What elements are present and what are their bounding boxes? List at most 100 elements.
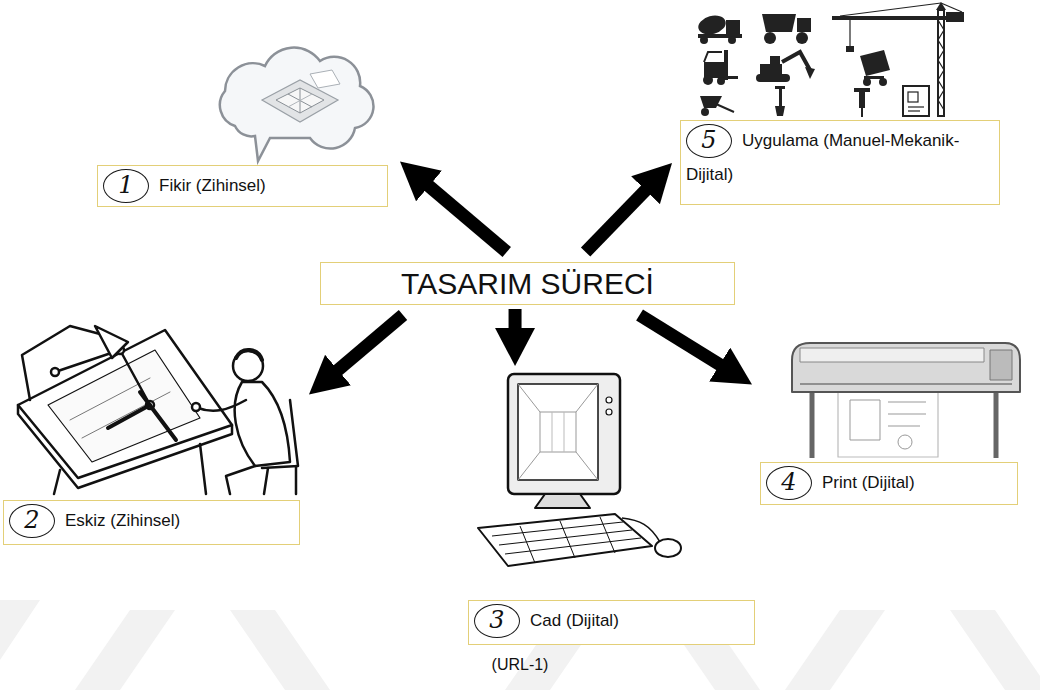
drafting-figure-part <box>18 330 232 478</box>
plotter-figure-part <box>888 426 920 427</box>
jackhammer-icon <box>854 88 870 117</box>
concrete-mixer-icon-part <box>860 50 890 76</box>
construction-icons <box>696 2 964 117</box>
jackhammer-icon-part <box>854 88 870 92</box>
forklift-icon-part <box>703 75 713 85</box>
tower-crane-icon-part <box>941 3 962 12</box>
thought-cloud-part <box>220 48 374 161</box>
computer-figure-part <box>600 517 615 553</box>
computer-figure-part <box>520 526 535 563</box>
mixer-truck-icon-part <box>728 36 736 44</box>
concrete-mixer-icon <box>860 50 890 86</box>
jackhammer-icon-part <box>861 108 863 117</box>
stage-label: Eskiz (Zihinsel) <box>65 511 180 530</box>
drafting-figure-part <box>108 405 150 428</box>
label-frame: 4Print (Dijital) <box>760 462 1018 505</box>
stage-label: Cad (Dijital) <box>530 611 619 630</box>
plotter-figure-part <box>888 414 926 415</box>
computer-figure-part <box>655 539 681 557</box>
thought-cloud-part-part <box>310 70 340 88</box>
tower-crane-icon-part <box>938 20 944 110</box>
computer-figure-part <box>540 412 576 452</box>
drafting-figure-part <box>198 400 246 411</box>
thought-cloud-part-part <box>288 94 312 107</box>
mixer-truck-icon-part <box>700 36 708 44</box>
wheelbarrow-icon-part <box>716 104 734 112</box>
process-title-box: TASARIM SÜRECİ <box>320 262 735 305</box>
excavator-icon <box>756 52 815 82</box>
plotter-figure-part <box>888 402 926 403</box>
plotter-figure-part <box>838 385 938 457</box>
tower-crane-icon-part <box>840 3 941 16</box>
flow-arrow <box>417 176 507 252</box>
excavator-icon-part <box>805 67 815 79</box>
watermark-pattern-part <box>950 610 1040 690</box>
drafting-figure-part <box>48 350 200 462</box>
callout-number: 5 <box>686 124 732 158</box>
mixer-truck-icon <box>696 13 742 44</box>
plotter-figure-part <box>850 400 880 440</box>
wheelbarrow-icon <box>700 96 734 116</box>
mixer-truck-icon-part <box>726 20 740 36</box>
stage-label: Fikir (Zihinsel) <box>159 176 266 195</box>
plotter-figure-part <box>810 392 815 458</box>
label-frame: 1Fikir (Zihinsel) <box>97 165 388 207</box>
tower-crane-icon-part <box>849 20 850 46</box>
plotter-figure-part <box>800 348 984 362</box>
watermark-pattern-part <box>230 610 330 690</box>
process-title: TASARIM SÜRECİ <box>321 263 734 304</box>
thought-cloud-part <box>262 70 340 122</box>
callout-number: 3 <box>474 604 520 638</box>
watermark-pattern-part <box>0 600 40 660</box>
plotter-figure-part <box>994 392 999 458</box>
forklift-icon-part <box>717 77 725 85</box>
excavator-icon-part <box>770 56 780 66</box>
drafting-figure-part <box>22 326 100 400</box>
drafting-figure-part <box>200 444 206 494</box>
stage-box: 1Fikir (Zihinsel) <box>97 25 390 207</box>
stage-label: Print (Dijital) <box>822 473 915 492</box>
plotter-figure-part <box>800 383 1012 385</box>
tower-crane-icon-part <box>938 10 944 116</box>
stage-label: Uygulama (Manuel-Mekanik-Dijital) <box>686 131 959 184</box>
plan-sheet-icon-part <box>908 106 924 107</box>
mixer-truck-icon-part <box>696 13 728 38</box>
computer-figure-part <box>478 514 652 566</box>
computer-figure-part <box>508 374 620 494</box>
label-frame: 3 Cad (Dijital) <box>468 600 755 645</box>
dump-truck-icon-part <box>797 18 811 32</box>
excavator-icon-part <box>756 74 790 82</box>
drafting-figure <box>18 326 298 494</box>
flow-arrow <box>640 315 734 373</box>
drafting-figure-part <box>264 468 268 494</box>
computer-figure-part <box>518 384 540 412</box>
tower-crane-icon <box>832 2 964 116</box>
forklift-icon-part <box>728 76 738 79</box>
plan-sheet-icon-part <box>908 110 920 111</box>
flow-arrow <box>586 179 657 252</box>
thought-cloud-part-part <box>276 88 324 113</box>
drafting-figure-part <box>192 403 200 411</box>
plan-sheet-icon <box>903 86 929 116</box>
computer-figure-part <box>622 518 660 542</box>
concrete-mixer-icon-part <box>863 78 871 86</box>
drafting-figure-part <box>236 350 262 360</box>
flow-arrow <box>509 309 522 344</box>
computer-figure-part <box>535 494 590 508</box>
shovel-icon-part <box>779 88 782 106</box>
source-caption: (URL-1) <box>0 656 1040 674</box>
drafting-figure-part <box>54 470 60 494</box>
drafting-figure-part <box>262 400 298 468</box>
dump-truck-icon-part <box>796 32 808 44</box>
dump-truck-icon <box>762 14 811 44</box>
drafting-figure-part <box>95 326 128 358</box>
computer-figure-part <box>576 452 598 480</box>
label-frame: 2Eskiz (Zihinsel) <box>3 500 300 545</box>
stage-box: 4Print (Dijital) <box>760 340 1022 505</box>
computer-figure-part <box>606 409 612 415</box>
forklift-icon-part <box>704 52 722 62</box>
forklift-icon <box>703 50 738 85</box>
plotter-figure <box>792 343 1020 458</box>
